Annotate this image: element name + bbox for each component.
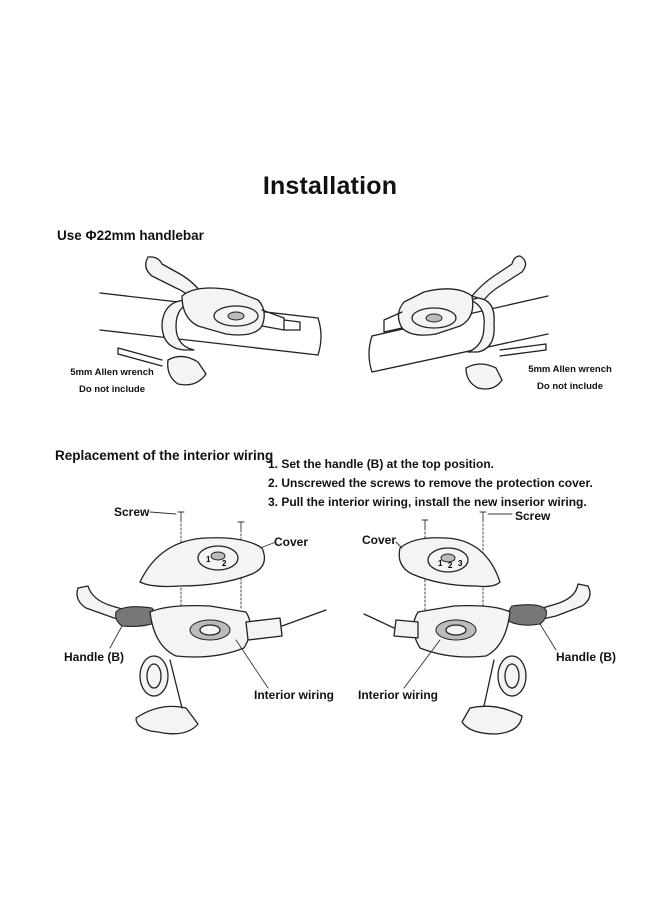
- allen-note-left: 5mm Allen wrench Do not include: [62, 364, 162, 398]
- allen-note-right-line2: Do not include: [537, 381, 603, 392]
- step-2: 2. Unscrewed the screws to remove the pr…: [268, 476, 593, 490]
- cable-housing-right: [393, 619, 419, 639]
- thumb-paddle-right: [465, 363, 503, 390]
- cable-right: [363, 613, 395, 629]
- paddle-left: [135, 705, 199, 735]
- dial-number-right-2: 2: [448, 561, 453, 570]
- clamp-band: [161, 299, 197, 351]
- allen-note-right: 5mm Allen wrench Do not include: [520, 361, 620, 395]
- label-cover-right: Cover: [362, 533, 397, 547]
- screw-right-1: [421, 519, 429, 531]
- bottom-right-exploded-illustration: [363, 511, 591, 735]
- label-handle-right: Handle (B): [556, 650, 616, 664]
- label-wiring-right: Interior wiring: [358, 688, 439, 702]
- allen-wrench-right: [499, 343, 547, 357]
- top-right-shifter-illustration: [368, 255, 549, 390]
- top-left-shifter-illustration: [99, 256, 322, 386]
- bottom-left-exploded-illustration: [76, 511, 327, 735]
- handlebar-lower-edge-right: [371, 333, 549, 373]
- dial-number-right-1: 1: [438, 559, 443, 568]
- label-handle-left: Handle (B): [64, 650, 124, 664]
- step-1: 1. Set the handle (B) at the top positio…: [268, 457, 495, 471]
- brake-lever-right: [471, 255, 527, 301]
- allen-note-left-line2: Do not include: [79, 384, 145, 395]
- thumb-paddle: [167, 355, 207, 386]
- label-cover-left: Cover: [274, 535, 309, 549]
- dial-number-right-3: 3: [458, 559, 463, 568]
- steps-list: 1. Set the handle (B) at the top positio…: [268, 455, 593, 512]
- wiring-heading: Replacement of the interior wiring: [55, 448, 274, 463]
- label-screw-right: Screw: [515, 509, 551, 523]
- allen-note-right-line1: 5mm Allen wrench: [528, 364, 612, 375]
- screw-left-2: [237, 521, 245, 533]
- screw-left-1: [177, 511, 185, 523]
- leader-wiring-right: [403, 639, 441, 689]
- paddle-right: [461, 705, 523, 735]
- handle-b-right: [503, 604, 547, 626]
- dial-number-left-2: 2: [222, 559, 227, 568]
- handlebar-lower-edge: [99, 329, 319, 356]
- page-title: Installation: [262, 172, 398, 200]
- cable-housing-left: [245, 617, 283, 641]
- step-3: 3. Pull the interior wiring, install the…: [268, 495, 587, 509]
- leader-wiring-left: [235, 639, 269, 689]
- clamp-band-right: [467, 297, 495, 353]
- allen-note-left-line1: 5mm Allen wrench: [70, 367, 154, 378]
- allen-wrench: [117, 347, 163, 367]
- label-screw-left: Screw: [114, 505, 150, 519]
- screw-right-2: [479, 511, 487, 523]
- handle-b-left: [115, 606, 161, 627]
- dial-number-left-1: 1: [206, 555, 211, 564]
- handlebar-heading: Use Φ22mm handlebar: [57, 228, 204, 243]
- cable-left: [281, 609, 327, 627]
- label-wiring-left: Interior wiring: [254, 688, 335, 702]
